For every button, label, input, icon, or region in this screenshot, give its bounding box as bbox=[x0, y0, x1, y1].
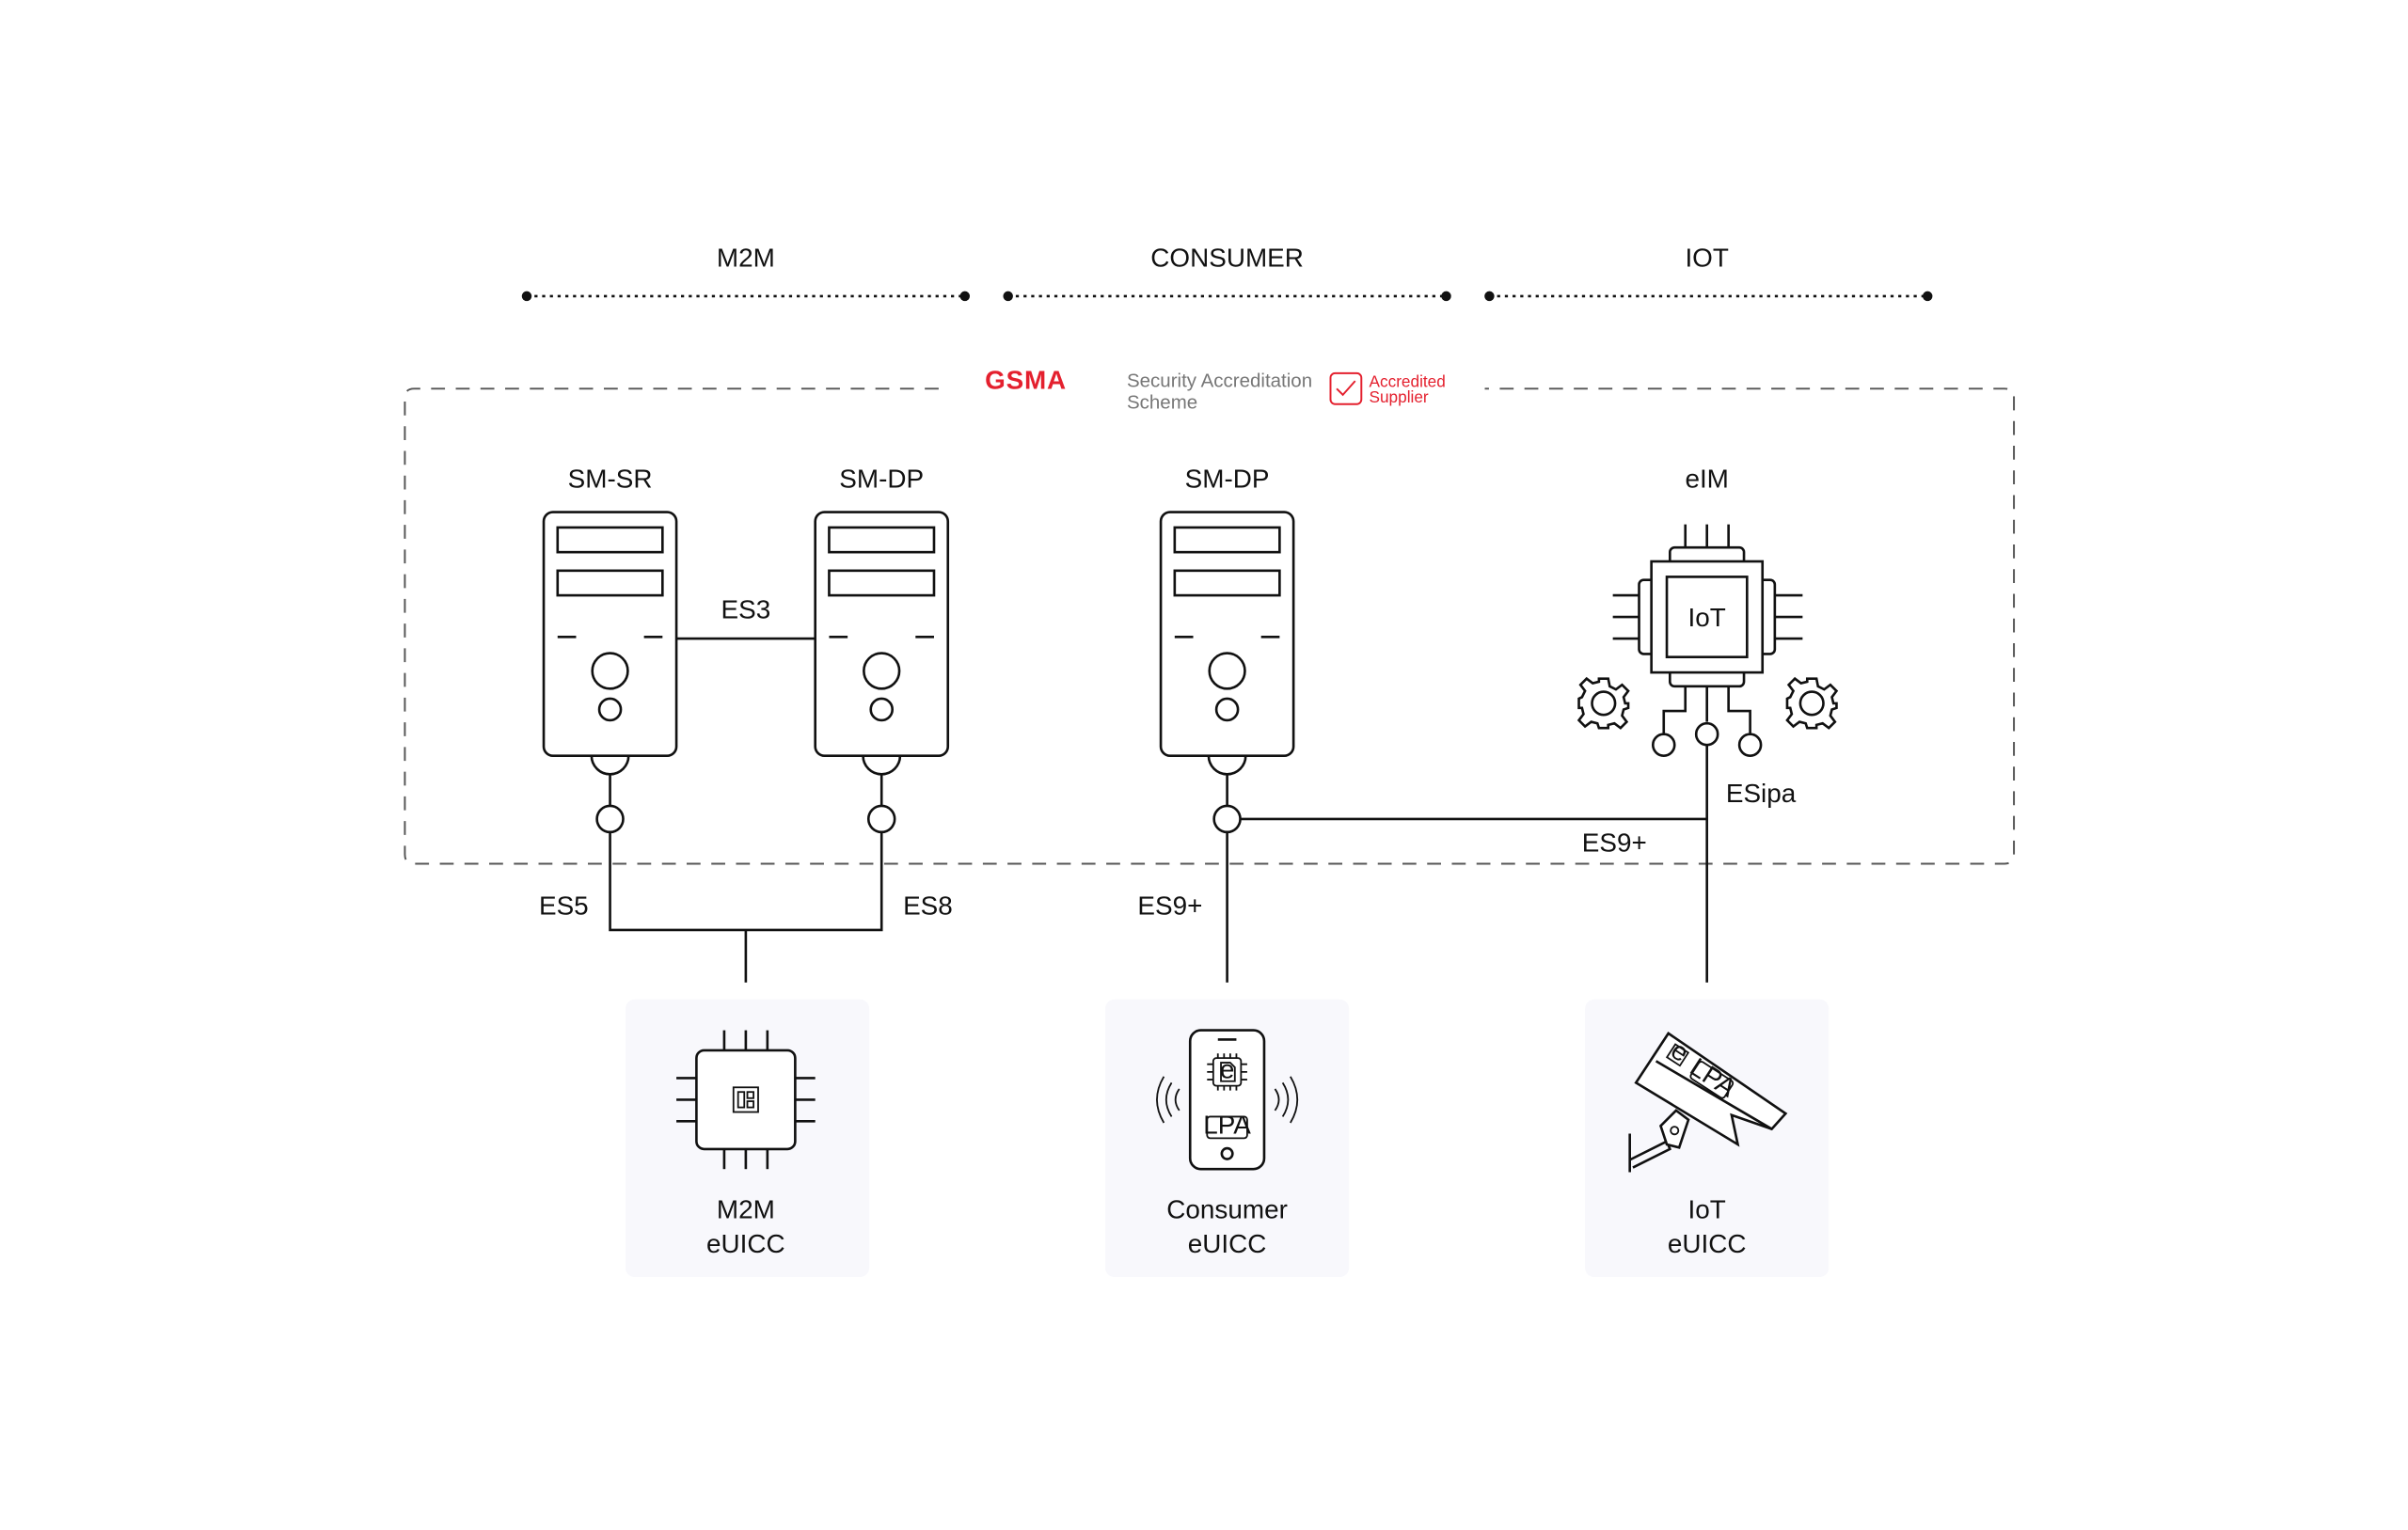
accreditation-boundary bbox=[404, 387, 2016, 865]
interface-es5: ES5 bbox=[539, 891, 589, 921]
server-icon bbox=[542, 511, 678, 834]
gsma-accreditation-logo: GSMA Security Accreditation Scheme Accre… bbox=[985, 365, 1446, 413]
eim-label: eIM bbox=[1685, 464, 1728, 493]
chip-label: IoT bbox=[1688, 603, 1726, 632]
device-line2: eUICC bbox=[1668, 1229, 1747, 1258]
badge-line2: Supplier bbox=[1369, 387, 1428, 406]
interface-es3: ES3 bbox=[721, 595, 771, 624]
chip-icon bbox=[676, 1030, 816, 1170]
chip-glyph: e bbox=[1220, 1054, 1235, 1083]
section-label: CONSUMER bbox=[1150, 244, 1304, 273]
lpa-badge: LPA bbox=[1203, 1110, 1251, 1139]
eim: eIM IoT bbox=[1577, 464, 1838, 757]
interface-es8: ES8 bbox=[903, 891, 953, 921]
gear-icon bbox=[1785, 677, 1838, 730]
section-m2m: M2M bbox=[521, 244, 971, 302]
server-label: SM-DP bbox=[1185, 464, 1270, 493]
interface-esipa: ESipa bbox=[1726, 779, 1797, 808]
gear-icon bbox=[1577, 677, 1630, 730]
scheme-line1: Security Accreditation bbox=[1127, 371, 1312, 392]
section-consumer: CONSUMER bbox=[1003, 244, 1451, 302]
scheme-line2: Scheme bbox=[1127, 392, 1197, 414]
server-sm-dp-consumer: SM-DP bbox=[1159, 464, 1295, 834]
server-label: SM-DP bbox=[839, 464, 924, 493]
section-label: IOT bbox=[1685, 244, 1728, 273]
gsma-logo: GSMA bbox=[985, 365, 1067, 394]
server-icon bbox=[1159, 511, 1295, 834]
device-card-m2m: M2M eUICC bbox=[625, 999, 870, 1278]
device-line1: IoT bbox=[1688, 1195, 1726, 1224]
section-label: M2M bbox=[717, 244, 775, 273]
section-iot: IOT bbox=[1484, 244, 1933, 302]
phone-icon bbox=[1156, 1029, 1299, 1171]
interface-es9-iot: ES9+ bbox=[1582, 828, 1647, 857]
server-label: SM-SR bbox=[568, 464, 653, 493]
interface-es9-consumer: ES9+ bbox=[1137, 891, 1202, 921]
es5-es8-line bbox=[609, 832, 883, 932]
device-card-iot: LPA e IoT eUICC bbox=[1585, 999, 1830, 1278]
device-card-consumer: e LPA Consumer eUICC bbox=[1105, 999, 1350, 1278]
iot-chip-icon bbox=[1612, 524, 1803, 757]
device-line2: eUICC bbox=[1188, 1229, 1267, 1258]
check-icon bbox=[1329, 371, 1363, 405]
badge-line1: Accredited bbox=[1369, 372, 1445, 391]
server-icon bbox=[814, 511, 950, 834]
server-sm-dp-m2m: SM-DP bbox=[814, 464, 950, 834]
device-line1: Consumer bbox=[1166, 1195, 1288, 1224]
server-sm-sr: SM-SR bbox=[542, 464, 678, 834]
device-line2: eUICC bbox=[706, 1229, 785, 1258]
camera-icon bbox=[1628, 1032, 1788, 1173]
connections bbox=[609, 637, 1708, 983]
device-line1: M2M bbox=[717, 1195, 775, 1224]
